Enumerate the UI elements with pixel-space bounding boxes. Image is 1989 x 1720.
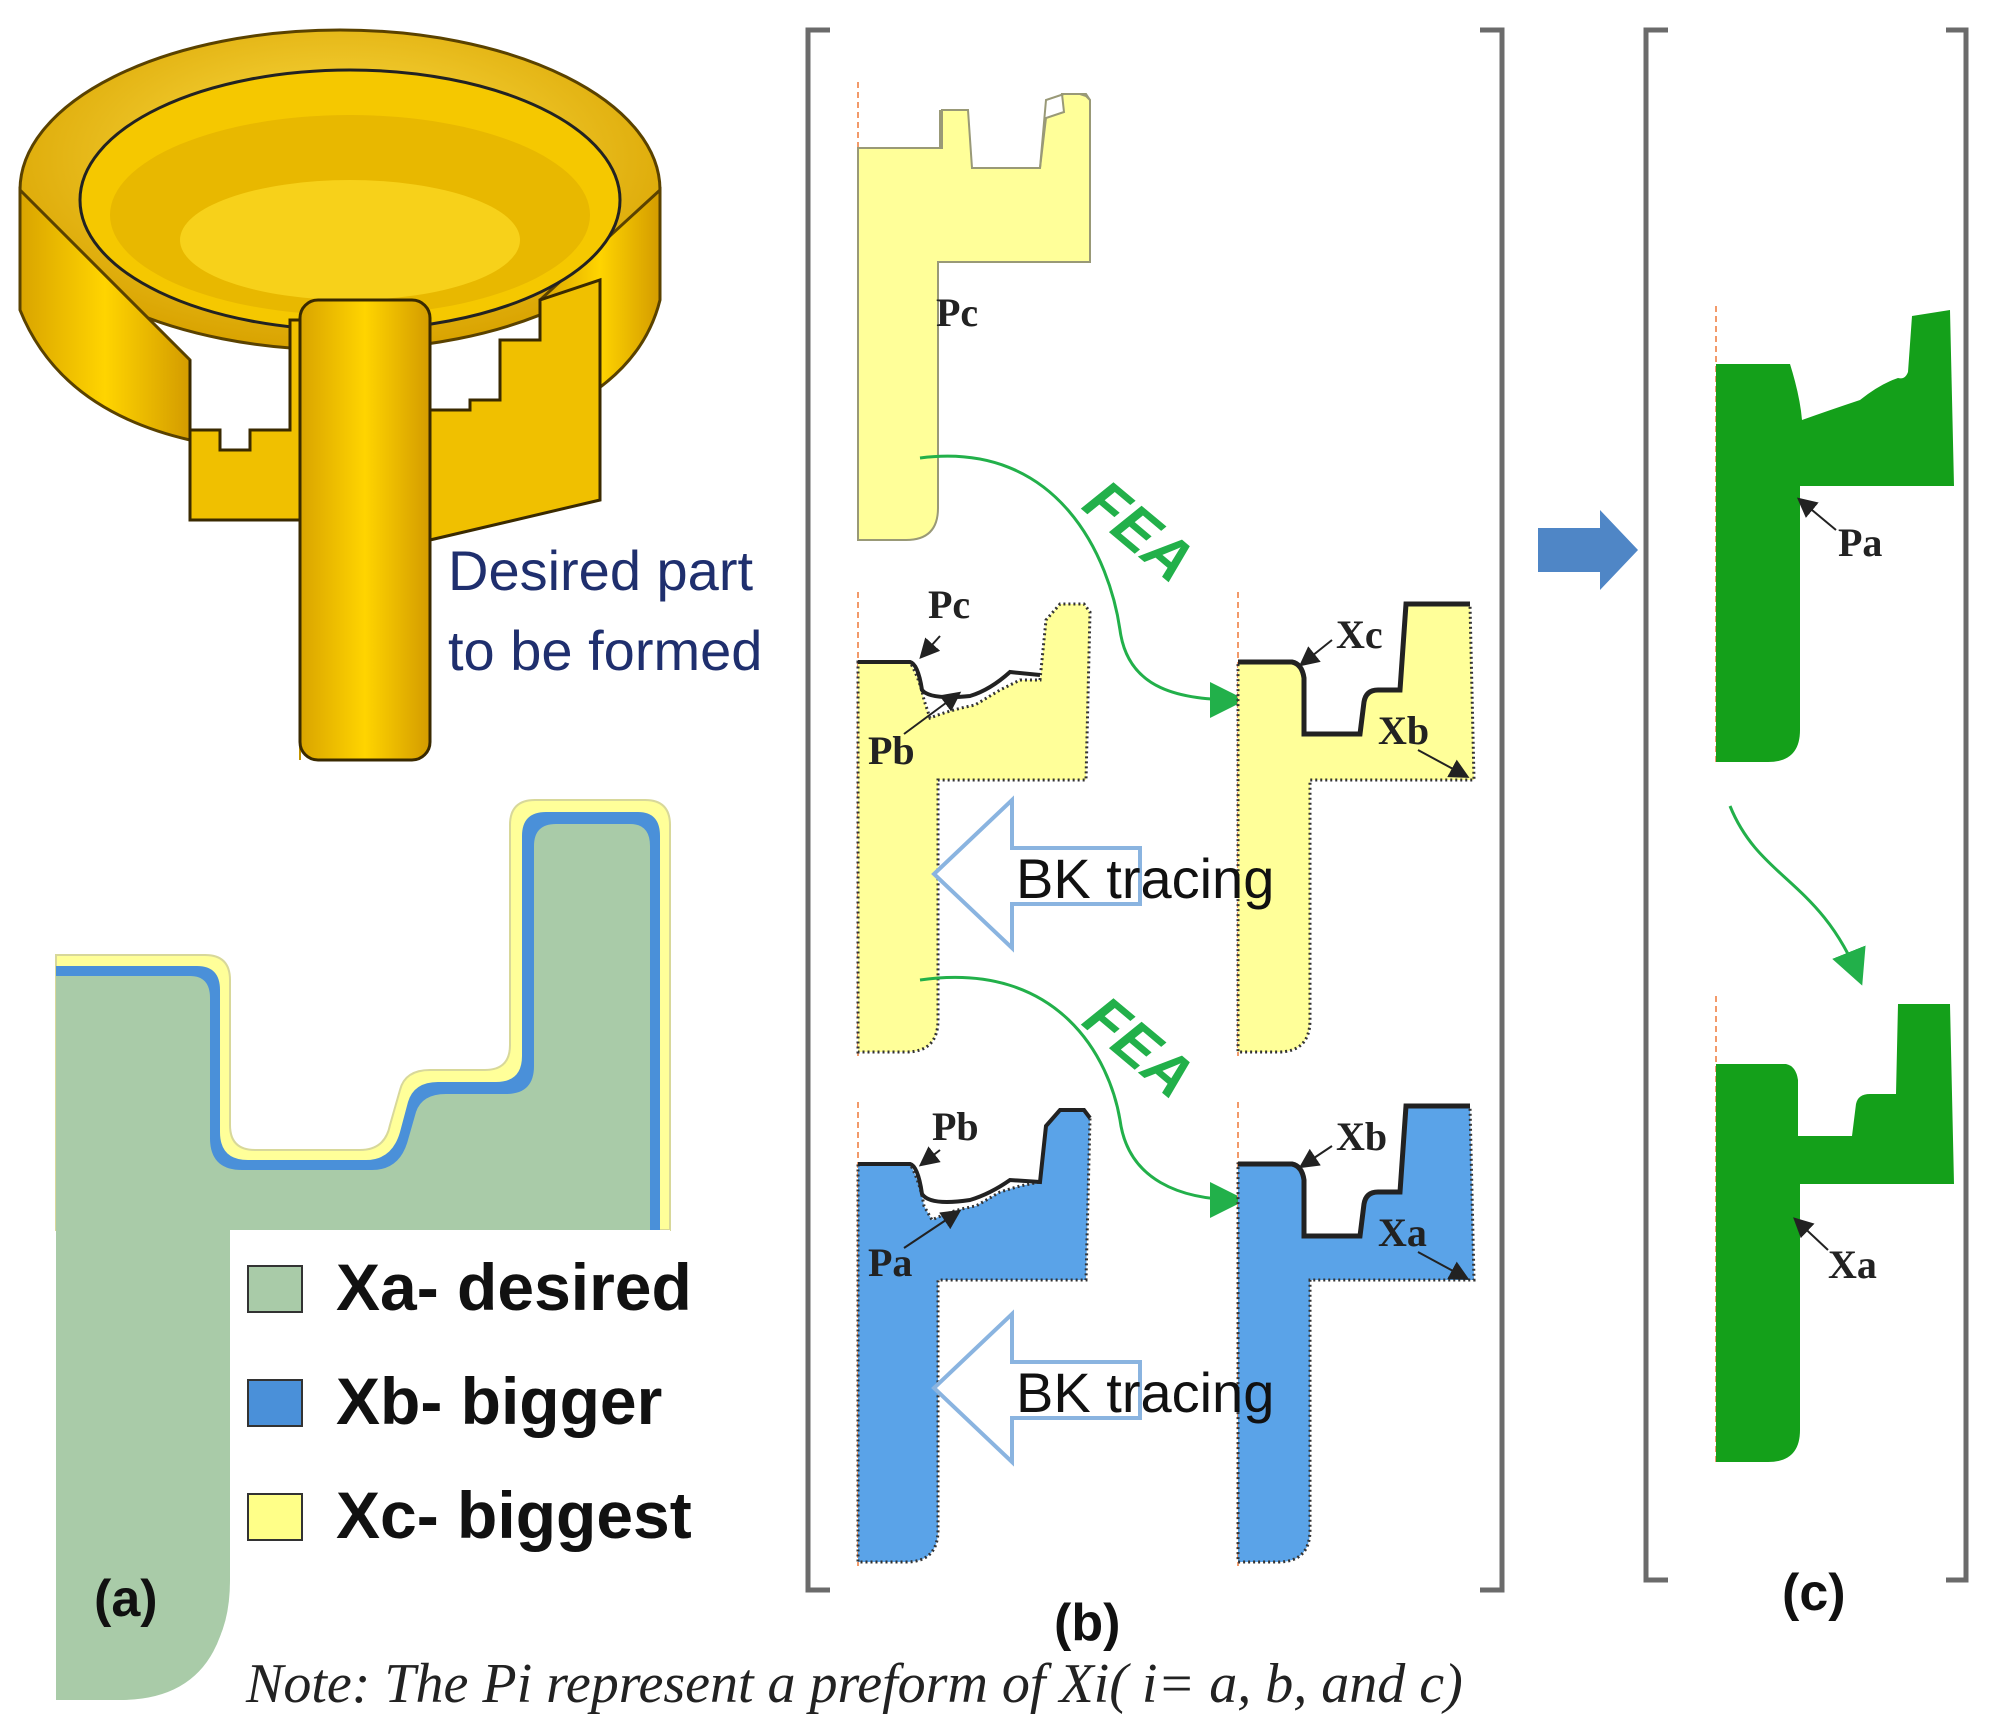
transition-arrow [1538,510,1638,590]
panel-a-label: (a) [94,1570,158,1628]
legend-swatch-xb [247,1379,303,1427]
label-pc-mid: Pc [928,582,970,627]
panel-c-label: (c) [1782,1564,1846,1622]
legend-label-xb: Xb- bigger [336,1364,662,1438]
legend: Xa- desired Xb- bigger Xc- biggest [247,1250,692,1552]
panel-c: Pa Xa (c) [1643,27,1969,1622]
label-xc: Xc [1336,612,1383,657]
shape-xa-bottom-right [1236,1102,1476,1566]
panel-b-label: (b) [1054,1594,1120,1652]
desired-part-label-line2: to be formed [448,619,762,682]
preform-pa-bottom-left [856,1102,1092,1566]
fea-label-1: FEA [1072,467,1207,595]
legend-label-xa: Xa- desired [336,1250,692,1324]
fea-arrow-c [1728,805,1866,986]
cross-section-xa-xb-xc [55,799,671,1720]
panel-b-right-bracket [1480,27,1505,1593]
bk-tracing-label-1: BK tracing [1016,847,1274,910]
fea-arrow-2 [919,976,1246,1218]
panel-c-left-bracket [1643,27,1668,1583]
label-pa-c: Pa [1838,520,1882,565]
bk-tracing-label-2: BK tracing [1016,1361,1274,1424]
legend-swatch-xc [247,1493,303,1541]
shape-xa-green [1715,996,1954,1466]
panel-c-right-bracket [1946,27,1969,1583]
shape-xc-mid-right [1236,592,1476,1056]
fea-arrow-1 [919,454,1246,718]
label-pb-mid: Pb [868,728,915,773]
legend-label-xc: Xc- biggest [336,1478,692,1552]
label-xb-mid: Xb [1378,708,1429,753]
label-pc-top: Pc [936,290,978,335]
panel-b-left-bracket [805,27,830,1593]
preform-pa-green [1715,306,1954,766]
desired-part-label-line1: Desired part [448,539,753,602]
panel-a: Desired part to be formed Xa- desired Xb… [18,28,762,1720]
desired-part-3d-image [18,28,662,762]
label-xb-bot: Xb [1336,1114,1387,1159]
label-pb-bot: Pb [932,1104,979,1149]
label-xa-c: Xa [1828,1242,1877,1287]
fea-label-2: FEA [1072,983,1207,1111]
label-xa-bot: Xa [1378,1210,1427,1255]
note-caption: Note: The Pi represent a preform of Xi( … [245,1653,1463,1715]
bk-tracing-arrow-1 [931,795,1142,953]
panel-b: Pc FEA Pc Pb Xc Xb BK tracing FEA [805,27,1505,1652]
preform-pb-mid-left [856,592,1092,1056]
preform-pc-top [857,82,1091,541]
bk-tracing-arrow-2 [931,1309,1142,1467]
legend-swatch-xa [247,1265,303,1313]
